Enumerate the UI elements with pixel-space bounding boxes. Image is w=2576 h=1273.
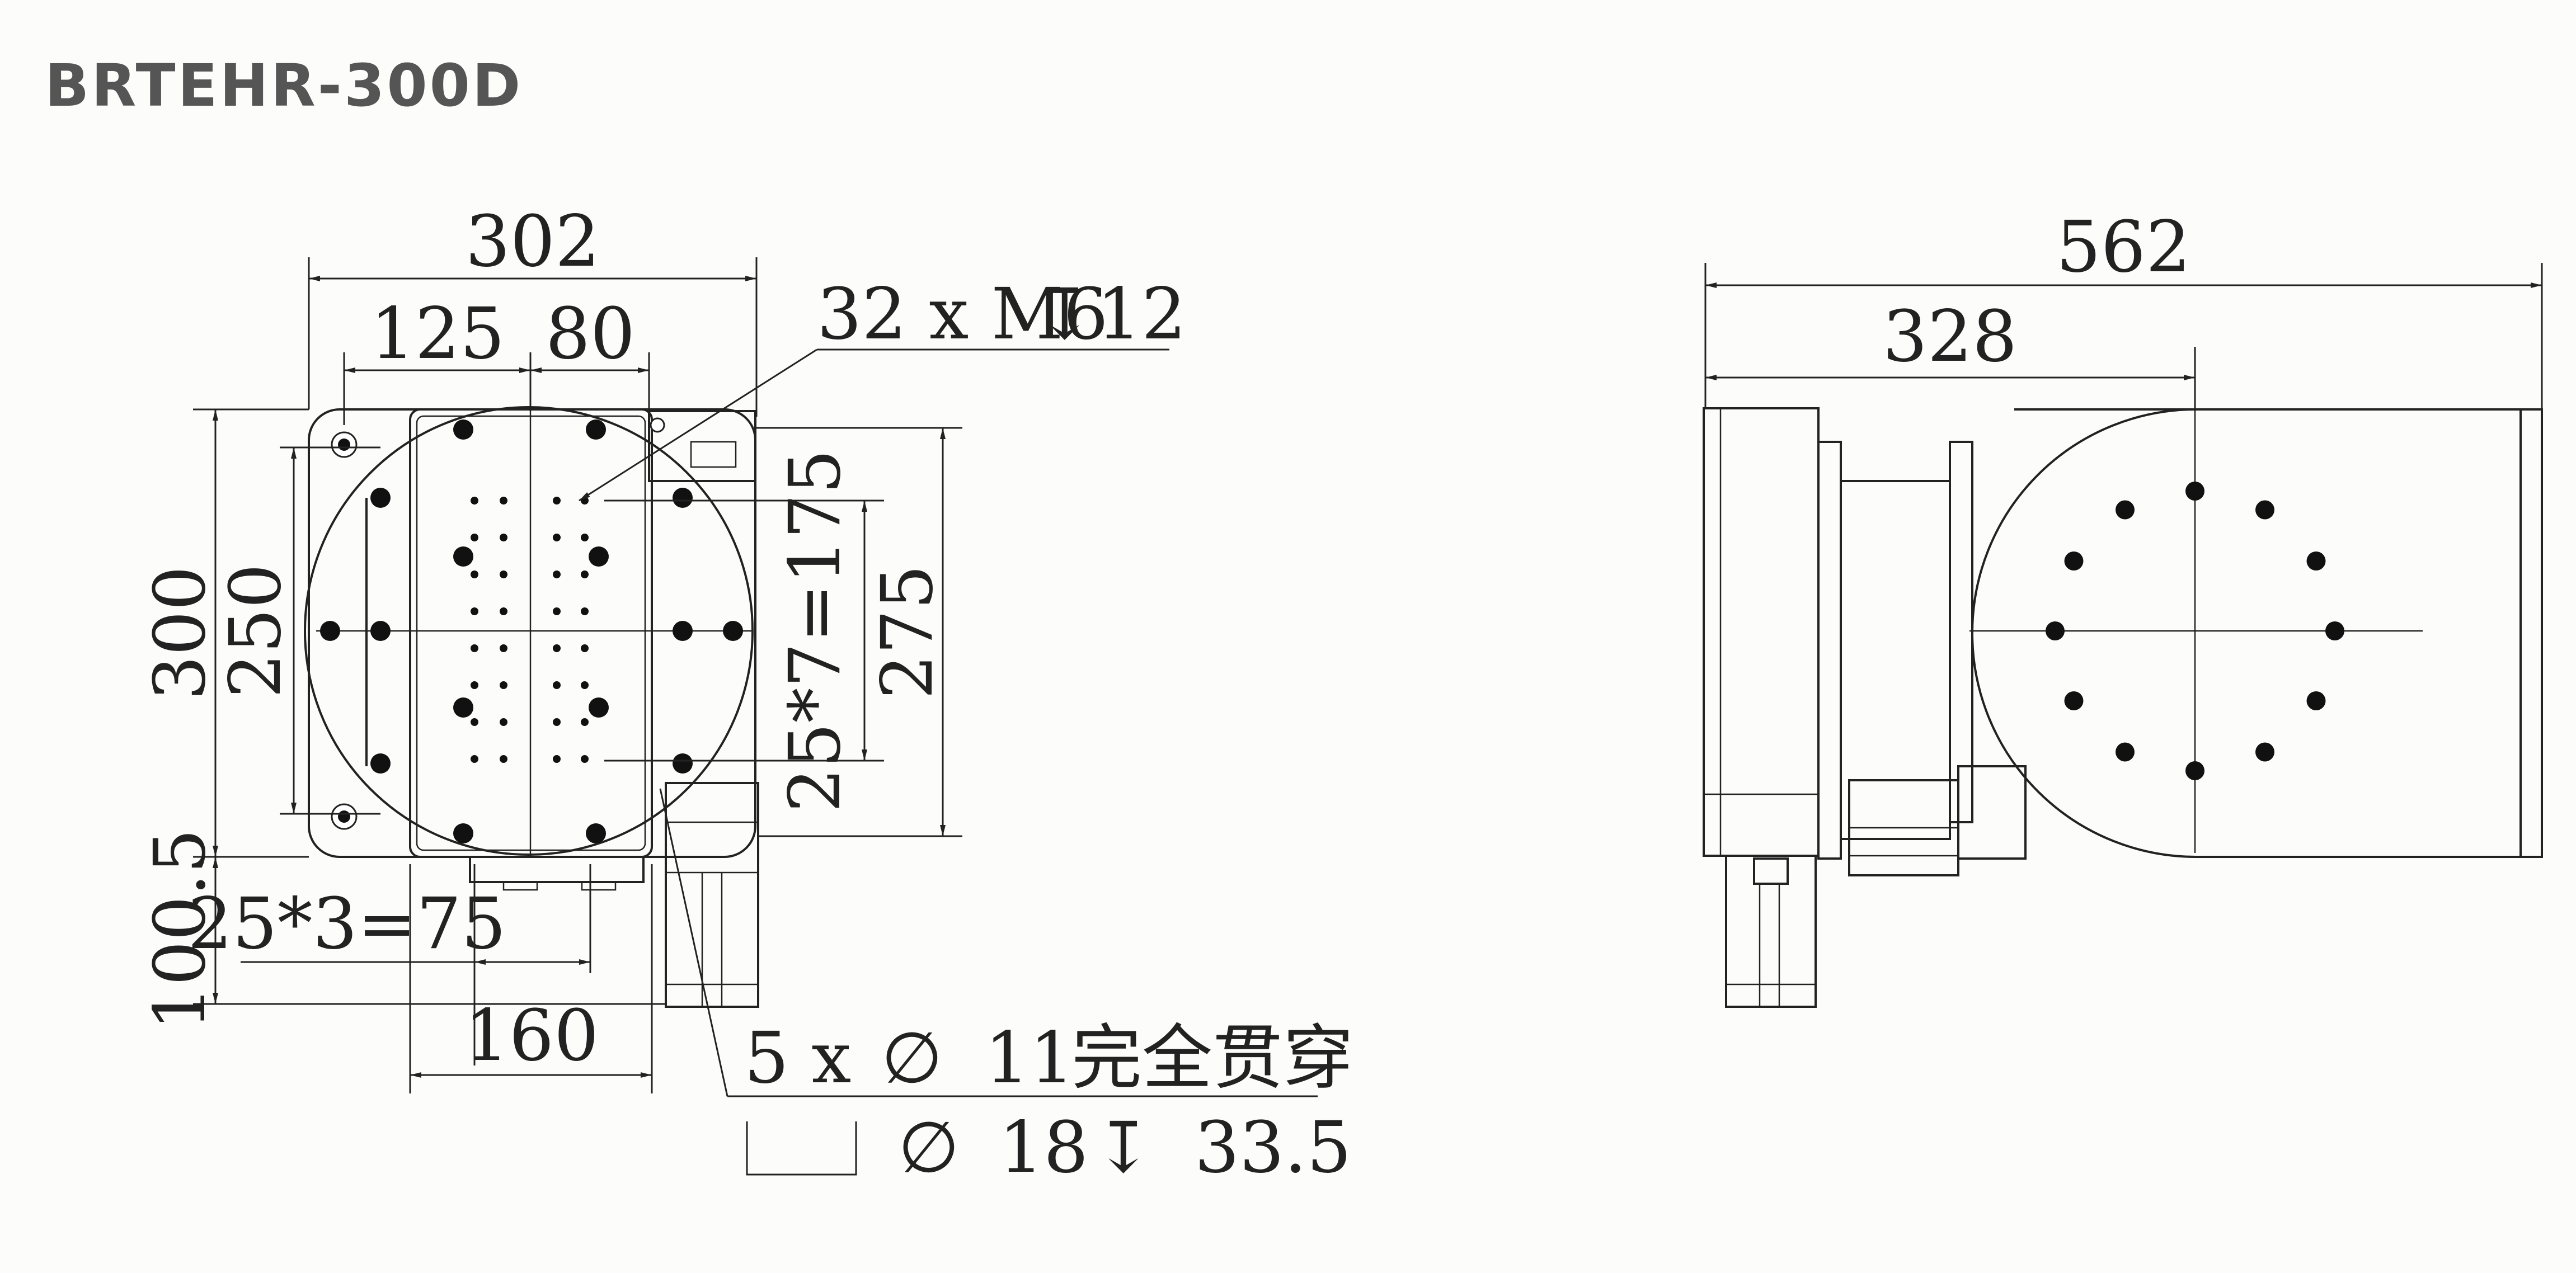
dim-partial-length: 328 bbox=[1883, 295, 2018, 378]
bolt-hole bbox=[2116, 500, 2135, 520]
depth-symbol: ↧ bbox=[1035, 273, 1094, 355]
callout-tapped-count: 32 x M6 bbox=[817, 273, 1108, 355]
bolt-hole bbox=[2064, 691, 2084, 710]
bolt-hole bbox=[2255, 500, 2274, 520]
side-view bbox=[1703, 407, 2543, 1008]
bolt-circle-holes bbox=[2046, 482, 2344, 780]
tapped-hole bbox=[581, 571, 589, 578]
tapped-hole-grid bbox=[471, 497, 589, 763]
counterbore-symbol bbox=[746, 1121, 857, 1176]
diameter-symbol: ∅ bbox=[881, 1017, 943, 1099]
tapped-hole bbox=[581, 681, 589, 689]
tapped-hole bbox=[500, 755, 507, 763]
side-motor-block bbox=[1725, 855, 1817, 1008]
front-view bbox=[304, 406, 759, 1008]
dim-body-height: 250 bbox=[214, 564, 297, 699]
tapped-hole bbox=[471, 497, 478, 505]
dim-bottom-width: 160 bbox=[464, 994, 599, 1077]
disc-bolt-holes bbox=[320, 419, 743, 843]
tapped-hole bbox=[500, 607, 507, 615]
callout-tapped-holes: 32 x M6 ↧ 12 bbox=[579, 273, 1186, 502]
tapped-hole bbox=[471, 755, 478, 763]
bolt-hole bbox=[2116, 742, 2135, 762]
dim-offset: 125 bbox=[370, 293, 505, 375]
callout-through-note: 完全贯穿 bbox=[1071, 1017, 1353, 1099]
callout-tapped-depth: 12 bbox=[1097, 273, 1186, 355]
tapped-hole bbox=[471, 607, 478, 615]
callout-through-holes: 5 x ∅ 11 完全贯穿 ∅ 18 ↧ 33.5 bbox=[659, 788, 1353, 1189]
tapped-hole bbox=[553, 534, 561, 541]
dim-overall-width: 302 bbox=[466, 200, 600, 282]
tapped-hole bbox=[553, 755, 561, 763]
tapped-hole bbox=[553, 644, 561, 652]
dim-pitch-horizontal: 25*3=75 bbox=[187, 883, 506, 965]
bottom-connector bbox=[469, 856, 645, 883]
rotary-table-body bbox=[1971, 408, 2522, 858]
tapped-hole bbox=[500, 681, 507, 689]
bolt-hole bbox=[2306, 691, 2326, 710]
tapped-hole bbox=[553, 681, 561, 689]
callout-cbore-depth: 33.5 bbox=[1195, 1106, 1352, 1189]
depth-symbol-2: ↧ bbox=[1094, 1106, 1153, 1189]
callout-cbore-dia: 18 bbox=[999, 1106, 1088, 1189]
tapped-hole bbox=[471, 718, 478, 726]
tapped-hole bbox=[500, 571, 507, 578]
drawing-title: BRTEHR-300D bbox=[45, 51, 523, 120]
bolt-hole bbox=[2185, 482, 2204, 501]
front-dimensions: 302 125 80 300 250 25*7=175 275 100.5 bbox=[139, 200, 962, 1093]
tapped-hole bbox=[581, 644, 589, 652]
tapped-hole bbox=[581, 718, 589, 726]
connector-block bbox=[648, 410, 756, 482]
side-dimensions: 562 328 bbox=[1704, 206, 2543, 411]
callout-through-dia: 11 bbox=[985, 1017, 1074, 1099]
tapped-hole bbox=[471, 571, 478, 578]
dim-overall-height: 300 bbox=[139, 566, 221, 701]
bolt-hole bbox=[2325, 621, 2344, 640]
tapped-hole bbox=[500, 644, 507, 652]
tapped-hole bbox=[581, 534, 589, 541]
tapped-hole bbox=[471, 534, 478, 541]
bolt-hole bbox=[2185, 761, 2204, 780]
tapped-hole bbox=[553, 571, 561, 578]
dim-right-height: 275 bbox=[866, 565, 948, 700]
tapped-hole bbox=[471, 644, 478, 652]
dim-pitch-vertical: 25*7=175 bbox=[774, 449, 856, 813]
tapped-hole bbox=[500, 497, 507, 505]
tapped-hole bbox=[500, 718, 507, 726]
dim-overall-length: 562 bbox=[2056, 206, 2191, 288]
bolt-hole bbox=[2064, 551, 2084, 571]
bolt-hole bbox=[2306, 551, 2326, 571]
bolt-hole bbox=[2255, 742, 2274, 762]
callout-through-count: 5 x bbox=[744, 1017, 851, 1099]
dim-table-width: 80 bbox=[546, 293, 635, 375]
tapped-hole bbox=[553, 497, 561, 505]
tapped-hole bbox=[581, 607, 589, 615]
bolt-hole bbox=[2046, 621, 2065, 640]
tapped-hole bbox=[500, 534, 507, 541]
diameter-symbol-2: ∅ bbox=[898, 1106, 960, 1189]
tapped-hole bbox=[553, 607, 561, 615]
motor-block bbox=[665, 782, 759, 1008]
dim-bottom-extension: 100.5 bbox=[139, 829, 221, 1031]
tapped-hole bbox=[581, 755, 589, 763]
tapped-hole bbox=[471, 681, 478, 689]
tapped-hole bbox=[553, 718, 561, 726]
